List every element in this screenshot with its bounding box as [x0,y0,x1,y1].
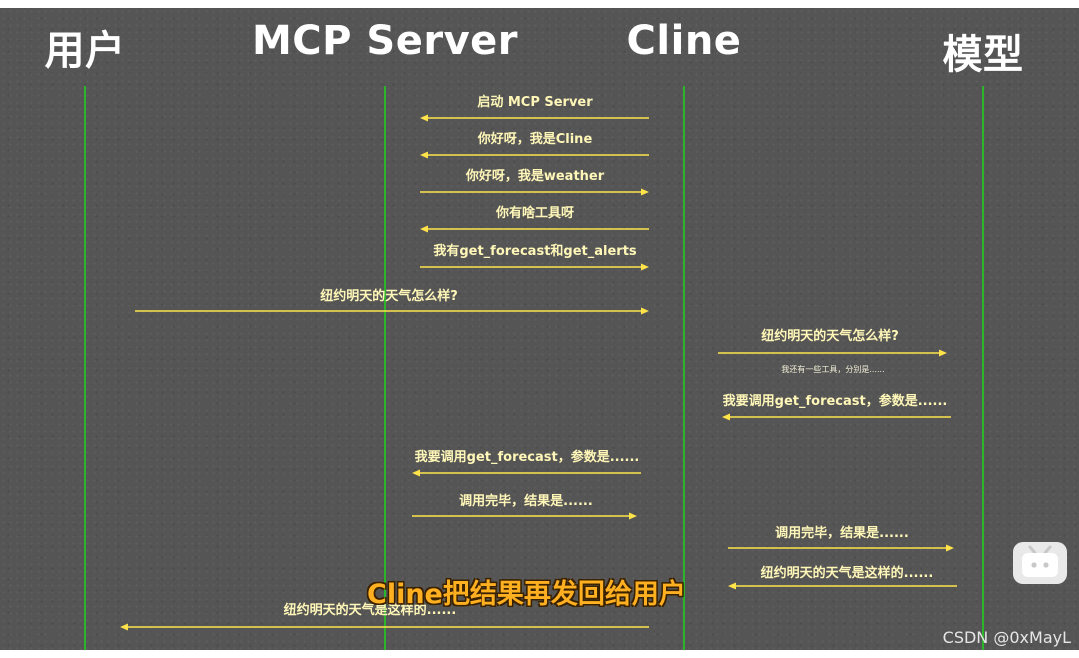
participant-header-model: 模型 [942,32,1024,78]
participant-header-user: 用户 [44,28,126,74]
message-label: 我有get_forecast和get_alerts [433,243,637,259]
message-arrow: 纽约明天的天气是这样的...... [728,565,957,590]
arrow-head [629,512,637,520]
message-label: 纽约明天的天气是这样的...... [761,565,934,581]
message-arrow: 纽约明天的天气是这样的...... [120,602,649,631]
message-arrow: 你有啥工具呀 [420,205,649,233]
arrow-head [420,114,428,122]
arrow-head [946,544,954,552]
message-label: 纽约明天的天气怎么样? [761,328,899,344]
message-arrow: 我有get_forecast和get_alerts [420,243,649,271]
message-arrow: 启动 MCP Server [420,94,649,122]
message-arrow: 纽约明天的天气怎么样? [135,288,649,315]
message-arrow: 调用完毕，结果是...... [412,493,637,520]
arrow-head [120,623,128,631]
arrow-head [412,469,420,477]
message-arrow: 我要调用get_forecast，参数是...... [412,449,641,477]
message-arrow: 我要调用get_forecast，参数是...... [722,393,951,421]
message-label: 调用完毕，结果是...... [775,525,909,541]
message-arrow: 你好呀，我是Cline [420,131,649,159]
message-label: 纽约明天的天气怎么样? [320,288,458,304]
message-arrow: 你好呀，我是weather [420,168,649,196]
message-label: 调用完毕，结果是...... [459,493,593,509]
arrow-head [420,151,428,159]
arrow-head [641,307,649,315]
bilibili-tv-icon[interactable] [1013,542,1067,584]
arrow-head [728,582,736,590]
arrow-head [722,413,730,421]
message-arrow: 调用完毕，结果是...... [728,525,954,552]
arrow-head [420,225,428,233]
sequence-diagram: 启动 MCP Server 你好呀，我是Cline 你好呀，我是weather 你有啥… [84,86,984,650]
subtitle-caption: Cline把结果再发回给用户 [367,579,686,610]
watermark: CSDN @0xMayL [942,628,1071,647]
message-label: 启动 MCP Server [477,94,593,110]
message-arrow: 纽约明天的天气怎么样? 我还有一些工具，分别是...... [718,328,947,374]
arrow-head [641,188,649,196]
arrow-head [939,349,947,357]
message-label: 我要调用get_forecast，参数是...... [415,449,640,465]
participant-header-mcp-server: MCP Server [252,18,518,64]
message-label: 我要调用get_forecast，参数是...... [723,393,948,409]
participant-header-cline: Cline [626,18,742,64]
message-note: 我还有一些工具，分别是...... [781,364,884,374]
sequence-diagram-canvas: 用户 MCP Server Cline 模型 启动 MCP Server 你好呀，… [0,8,1079,650]
message-label: 纽约明天的天气是这样的...... [284,602,457,618]
message-label: 你好呀，我是Cline [477,131,593,147]
message-label: 你好呀，我是weather [465,168,605,184]
message-label: 你有啥工具呀 [495,205,574,221]
arrow-head [641,263,649,271]
